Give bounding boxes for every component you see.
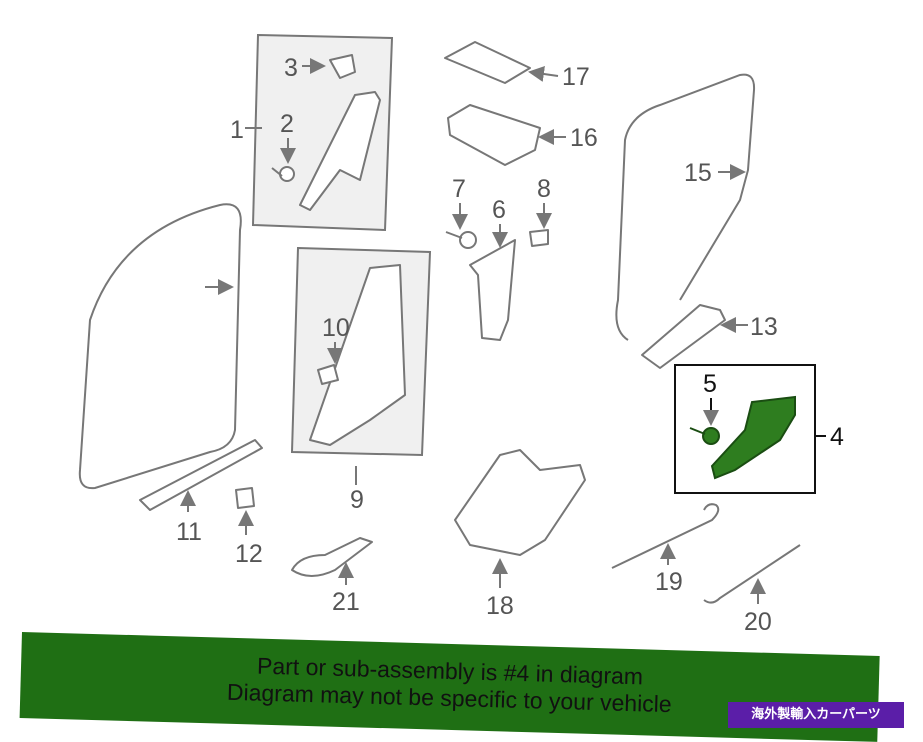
door-weatherstrip-left [78, 203, 242, 490]
part-17-cover [444, 41, 531, 84]
part-group-9 [290, 246, 432, 457]
callout-16: 16 [570, 124, 598, 152]
part-5-clip [702, 427, 720, 445]
callout-2: 2 [280, 110, 294, 138]
callout-17: 17 [562, 63, 590, 91]
parts-diagram: 1 2 3 10 9 11 12 21 17 16 7 6 8 [78, 33, 844, 636]
callout-13: 13 [750, 313, 778, 341]
callout-1: 1 [230, 116, 244, 144]
part-group-1 [251, 33, 394, 232]
callout-7: 7 [452, 175, 466, 203]
callout-4: 4 [830, 423, 844, 451]
part-16-tray [447, 104, 541, 166]
callout-5: 5 [703, 370, 717, 398]
callout-8: 8 [537, 175, 551, 203]
callout-19: 19 [655, 568, 683, 596]
callout-21: 21 [332, 588, 360, 616]
part-19-jack-handle [611, 503, 720, 569]
callout-18: 18 [486, 592, 514, 620]
callout-12: 12 [235, 540, 263, 568]
part-20-lug-wrench [703, 544, 801, 604]
callout-15: 15 [684, 159, 712, 187]
callout-3: 3 [284, 54, 298, 82]
part-21-tow-hook [291, 537, 373, 577]
part-11-sill [139, 439, 263, 511]
callout-6: 6 [492, 196, 506, 224]
part-group-4-highlight [674, 364, 816, 494]
part-15-weatherstrip [615, 73, 756, 341]
part-18-jack [454, 449, 586, 556]
parts-6-7-8 [445, 229, 549, 341]
part-13-scuff-plate [641, 304, 726, 369]
part-4-trim-highlighted [710, 395, 796, 480]
part-12-clip [235, 487, 255, 509]
callout-11: 11 [176, 518, 202, 546]
callout-9: 9 [350, 486, 364, 514]
import-parts-badge: 海外製輸入カーパーツ [728, 702, 904, 728]
callout-20: 20 [744, 608, 772, 636]
callout-10: 10 [322, 314, 350, 342]
